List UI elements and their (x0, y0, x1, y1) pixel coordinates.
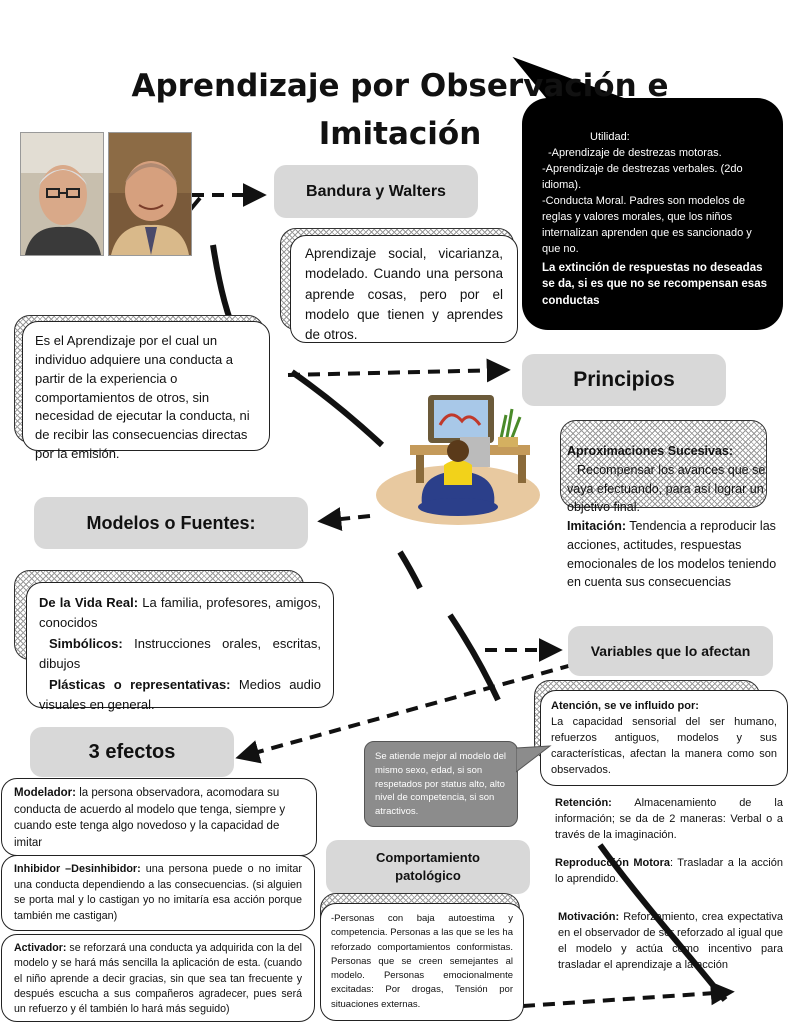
utilidad-item-1: -Aprendizaje de destrezas motoras. (548, 146, 722, 159)
utilidad-bold-note: La extinción de respuestas no deseadas s… (542, 261, 767, 307)
utilidad-item-2: -Aprendizaje de destrezas verbales. (2do… (542, 162, 743, 191)
motivacion-block: Motivación: Reforzamiento, crea expectat… (558, 910, 783, 974)
reproduccion-block: Reproducción Motora: Trasladar a la acci… (555, 856, 783, 888)
aprox-title: Aproximaciones Sucesivas: (567, 444, 734, 458)
plasticas-text: Medios audio visuales en general. (39, 677, 321, 712)
curve-main-2 (397, 550, 423, 590)
child-computer-illustration (376, 395, 540, 525)
motivacion-title: Motivación: (558, 911, 620, 923)
atencion-title: Atención, se ve influido por: (551, 700, 699, 712)
inhibidor-title: Inhibidor –Desinhibidor: (14, 863, 141, 875)
utilidad-heading: Utilidad: (590, 131, 630, 143)
curve-main-3 (447, 613, 501, 702)
patologico-label: Comportamiento patológico (326, 840, 530, 894)
inhibidor-card: Inhibidor –Desinhibidor: una persona pue… (1, 855, 315, 931)
modelador-card: Modelador: la persona observadora, acomo… (1, 778, 317, 856)
activador-card: Activador: se reforzará una conducta ya … (1, 934, 315, 1022)
curve-main-4 (597, 843, 728, 1002)
curve-main-1 (290, 369, 385, 448)
reproduccion-text: : Trasladar a la acción lo aprendido. (555, 857, 783, 885)
bandura-photo (20, 132, 104, 256)
principios-label: Principios (522, 354, 726, 406)
walters-photo (108, 132, 192, 256)
retencion-block: Retención: Almacenamiento de la informac… (555, 796, 783, 844)
atencion-card: Atención, se ve influido por: La capacid… (540, 690, 788, 786)
real-text: La familia, profesores, amigos, conocido… (39, 595, 321, 630)
reproduccion-title: Reproducción Motora (555, 857, 671, 869)
atencion-text: La capacidad sensorial del ser humano, r… (551, 715, 777, 776)
arrow-bottom (522, 981, 735, 1008)
principios-content: Aproximaciones Sucesivas: Recompensar lo… (567, 442, 785, 592)
simbolicos-title: Simbólicos: (49, 636, 123, 651)
arrow-to-modelos (317, 507, 371, 531)
imitacion-text: Tendencia a reproducir las acciones, act… (567, 519, 777, 590)
arrow-to-efectos (235, 663, 573, 764)
callout-pointer (516, 745, 552, 773)
activador-text: se reforzará una conducta ya adquirida c… (14, 942, 302, 1016)
social-definition-card: Aprendizaje social, vicarianza, modelado… (290, 235, 518, 343)
retencion-text: Almacenamiento de la información; se da … (555, 797, 783, 841)
title-line-2: Imitación (318, 116, 482, 153)
utilidad-box: Utilidad: -Aprendizaje de destrezas moto… (522, 98, 783, 330)
arrow-to-principios (287, 358, 511, 383)
modelos-card: De la Vida Real: La familia, profesores,… (26, 582, 334, 712)
aprox-text: Recompensar los avances que se vaya efec… (567, 462, 766, 515)
modelador-title: Modelador: (14, 787, 76, 799)
retencion-title: Retención: (555, 797, 612, 809)
plasticas-title: Plásticas o representativas: (49, 677, 231, 692)
principios-hatch (560, 420, 767, 508)
motivacion-text: Reforzamiento, crea expectativa en el ob… (558, 911, 783, 971)
inhibidor-text: una persona puede o no imitar una conduc… (14, 863, 302, 922)
bandura-walters-label: Bandura y Walters (274, 165, 478, 218)
activador-title: Activador: (14, 942, 67, 954)
variables-label: Variables que lo afectan (568, 626, 773, 676)
efectos-label: 3 efectos (30, 727, 234, 777)
atencion-callout: Se atiende mejor al modelo del mismo sex… (364, 741, 518, 827)
modelador-text: la persona observadora, acomodara su con… (14, 787, 286, 850)
patologico-card: -Personas con baja autoestima y competen… (320, 903, 524, 1021)
main-definition-card: Es el Aprendizaje por el cual un individ… (22, 321, 270, 461)
real-title: De la Vida Real: (39, 595, 139, 610)
simbolicos-text: Instrucciones orales, escritas, dibujos (39, 636, 321, 671)
utilidad-item-3: -Conducta Moral. Padres son modelos de r… (542, 194, 752, 255)
callout-text: Se atiende mejor al modelo del mismo sex… (375, 751, 506, 818)
modelos-label: Modelos o Fuentes: (34, 497, 308, 549)
imitacion-title: Imitación: (567, 519, 627, 533)
